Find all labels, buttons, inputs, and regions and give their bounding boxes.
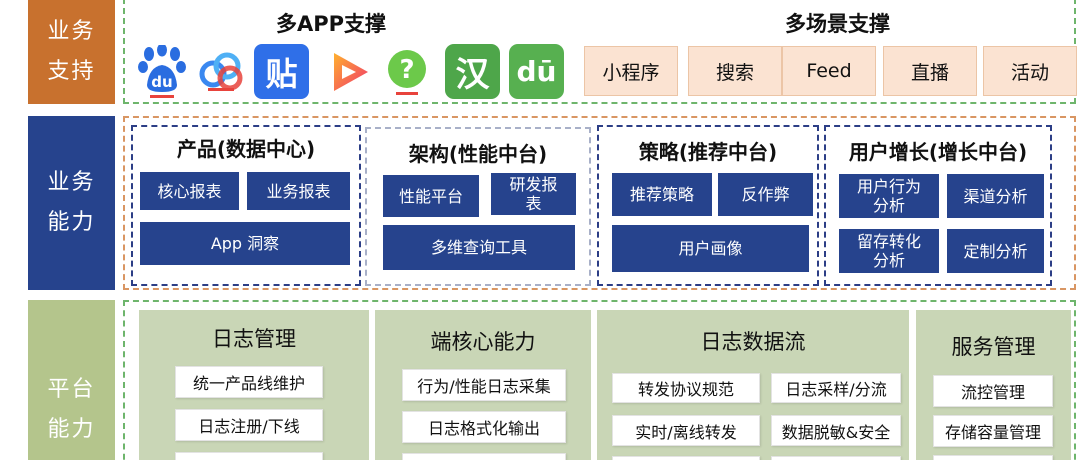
- multi-dim-query-tool-box: 多维查询工具: [383, 225, 575, 270]
- storage-capacity-item: 存储容量管理: [933, 415, 1053, 447]
- user-profile-box: 用户画像: [612, 225, 809, 272]
- svg-text:?: ?: [399, 55, 414, 85]
- client-core-partial-item: [402, 453, 566, 460]
- data-desensitize-security-item: 数据脱敏&安全: [771, 415, 901, 446]
- video-play-icon: [322, 44, 377, 99]
- scene-live: 直播: [883, 46, 977, 96]
- recommend-strategy-box: 推荐策略: [612, 173, 712, 216]
- client-core-title: 端核心能力: [430, 330, 536, 354]
- app-insight-box: App 洞察: [140, 222, 350, 265]
- retention-conversion-box: 留存转化 分析: [839, 229, 939, 273]
- scene-search: 搜索: [688, 46, 782, 96]
- flow-control-item: 流控管理: [933, 375, 1053, 407]
- growth-title: 用户增长(增长中台): [848, 140, 1028, 164]
- service-management-partial-item: [933, 455, 1053, 460]
- log-stream-title: 日志数据流: [700, 330, 806, 354]
- custom-analysis-box: 定制分析: [947, 229, 1044, 273]
- log-management-title: 日志管理: [212, 327, 296, 351]
- core-report-box: 核心报表: [140, 172, 239, 210]
- growth-group-frame: [824, 125, 1052, 286]
- du-reader-glyph: dū: [516, 55, 557, 88]
- log-stream-partial-item-left: [612, 456, 760, 460]
- service-management-title: 服务管理: [951, 335, 1036, 359]
- product-group-frame: [131, 125, 361, 286]
- forward-protocol-item: 转发协议规范: [612, 373, 760, 403]
- hanyu-glyph: 汉: [455, 55, 490, 95]
- scene-activity: 活动: [983, 46, 1077, 96]
- log-register-offline-item: 日志注册/下线: [175, 409, 323, 441]
- tieba-icon: 贴: [254, 44, 309, 99]
- behavior-perf-log-collect-item: 行为/性能日志采集: [402, 369, 566, 401]
- platform-capability-frame: [123, 300, 1076, 460]
- row-label-business-support: 业务 支持: [28, 0, 115, 104]
- scene-feed: Feed: [782, 46, 876, 96]
- architecture-group-frame: [365, 127, 591, 286]
- hanyu-dictionary-icon: 汉: [445, 44, 500, 99]
- log-management-partial-item: [175, 452, 323, 460]
- multi-app-title: 多APP支撑: [276, 12, 387, 36]
- baidu-paw-icon: du: [134, 44, 189, 99]
- anti-cheat-box: 反作弊: [718, 173, 813, 216]
- performance-platform-box: 性能平台: [383, 175, 479, 217]
- log-stream-partial-item-right: [771, 456, 901, 460]
- log-format-output-item: 日志格式化输出: [402, 411, 566, 443]
- architecture-title: 架构(性能中台): [408, 142, 548, 166]
- multi-scene-title: 多场景支撑: [785, 12, 890, 36]
- cloud-drive-icon: [193, 44, 248, 99]
- business-report-box: 业务报表: [247, 172, 350, 210]
- dev-report-box: 研发报 表: [491, 173, 576, 215]
- tieba-glyph: 贴: [265, 54, 298, 93]
- scene-mini-program: 小程序: [584, 46, 678, 96]
- row-label-business-capability: 业务 能力: [28, 116, 115, 290]
- zhidao-question-icon: ?: [379, 44, 434, 99]
- user-behavior-analysis-box: 用户行为 分析: [839, 174, 939, 218]
- svg-text:du: du: [151, 73, 172, 91]
- channel-analysis-box: 渠道分析: [947, 174, 1044, 218]
- realtime-offline-forward-item: 实时/离线转发: [612, 415, 760, 446]
- strategy-title: 策略(推荐中台): [638, 140, 778, 164]
- product-line-maintenance-item: 统一产品线维护: [175, 366, 323, 398]
- product-title: 产品(数据中心): [176, 137, 316, 161]
- row-label-platform-capability: 平台 能力: [28, 300, 115, 460]
- du-reader-icon: dū: [509, 44, 564, 99]
- strategy-group-frame: [597, 125, 819, 286]
- log-sampling-item: 日志采样/分流: [771, 373, 901, 403]
- business-capability-frame: [123, 116, 1076, 290]
